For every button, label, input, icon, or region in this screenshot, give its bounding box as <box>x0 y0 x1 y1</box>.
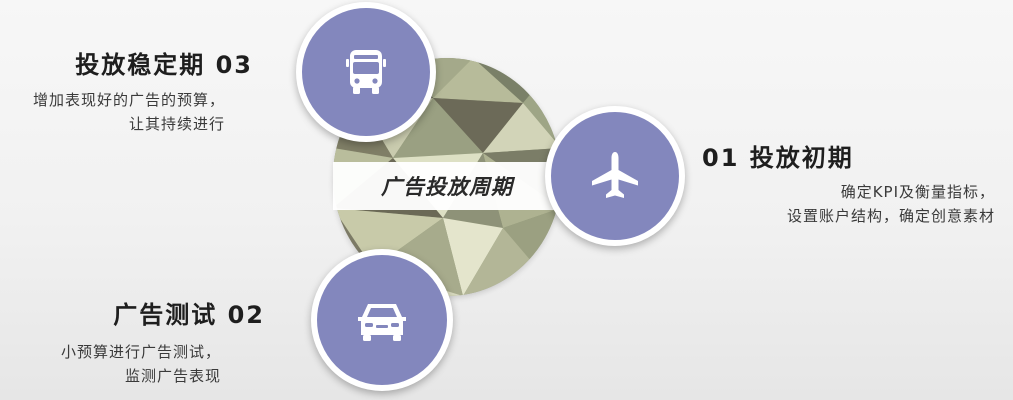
stage-02-title: 广告测试 02 <box>113 301 265 329</box>
center-label-banner: 广告投放周期 <box>333 162 561 210</box>
stage-01-node <box>545 106 685 246</box>
bus-icon <box>346 50 386 94</box>
stage-03-description: 增加表现好的广告的预算， 让其持续进行 <box>33 88 225 136</box>
stage-02-node <box>311 249 453 391</box>
stage-02-desc-line: 监测广告表现 <box>124 367 221 385</box>
stage-03-node <box>296 2 436 142</box>
stage-02-description: 小预算进行广告测试， 监测广告表现 <box>61 340 221 388</box>
stage-03-desc-line: 增加表现好的广告的预算， <box>32 91 225 109</box>
stage-01-desc-line: 确定KPI及衡量指标， <box>840 183 995 201</box>
airplane-icon <box>592 152 638 198</box>
stage-02-desc-line: 小预算进行广告测试， <box>60 343 221 361</box>
stage-01-title: 01 投放初期 <box>702 144 854 172</box>
stage-01-desc-line: 设置账户结构，确定创意素材 <box>786 207 995 225</box>
stage-03-desc-line: 让其持续进行 <box>128 115 225 133</box>
center-label: 广告投放周期 <box>381 175 513 199</box>
stage-03-title: 投放稳定期 03 <box>75 51 253 79</box>
stage-01-description: 确定KPI及衡量指标， 设置账户结构，确定创意素材 <box>787 180 995 228</box>
car-icon <box>358 304 406 341</box>
